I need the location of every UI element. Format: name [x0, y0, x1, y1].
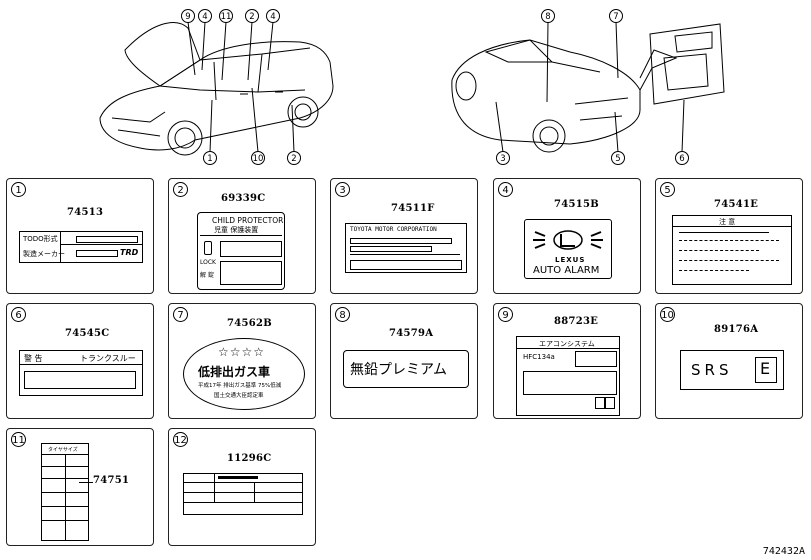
lexus-emblem: [533, 230, 603, 250]
left-car-hood-open: [124, 22, 201, 87]
part-number: 74515B: [554, 199, 600, 210]
panel-12: 12 11296C: [168, 428, 316, 546]
callout-lt-1: 4: [202, 12, 207, 22]
panel-number: 2: [173, 182, 188, 197]
callout-rb-1: 5: [615, 154, 620, 164]
diagram-code: 742432A: [762, 546, 805, 557]
part-number: 89176A: [714, 324, 759, 335]
callout-lb-1: 10: [253, 154, 264, 164]
label-text: エアコンシステム: [539, 340, 595, 348]
label-text: LEXUS: [555, 256, 586, 264]
part-number: 74541E: [714, 199, 759, 210]
label-text: 国土交通大臣認定車: [214, 393, 264, 399]
label-text: SRS: [691, 361, 733, 379]
panel-5: 5 74541E 注 意: [655, 178, 803, 294]
panel-4: 4 74515B LEXUS AUTO ALARM: [493, 178, 641, 294]
panel-9: 9 88723E エアコンシステム HFC134a: [493, 303, 641, 419]
vehicle-svg: 9 4 11 2 4 1 10 2 8 7 3 5 6: [99, 9, 725, 165]
part-number: 74751: [93, 475, 130, 486]
panel-2: 2 69339C CHILD PROTECTOR 児童 保護装置 LOCK 解 …: [168, 178, 316, 294]
callout-lb-0: 1: [207, 154, 212, 164]
label-drawing: 無鉛プレミアム: [343, 350, 469, 388]
label-drawing: ☆☆☆☆ 低排出ガス車 平成17年 排出ガス基準 75%低減 国土交通大臣認定車: [183, 338, 305, 410]
label-text: CHILD PROTECTOR: [212, 216, 284, 225]
label-text: タイヤサイズ: [48, 447, 78, 453]
label-drawing: エアコンシステム HFC134a: [516, 336, 620, 416]
label-text: LOCK: [200, 259, 216, 266]
panel-number: 1: [11, 182, 26, 197]
callout-lt-0: 9: [185, 12, 190, 22]
panel-7: 7 74562B ☆☆☆☆ 低排出ガス車 平成17年 排出ガス基準 75%低減 …: [168, 303, 316, 419]
label-text: 警 告: [24, 354, 43, 363]
label-text: 製造メーカー: [23, 250, 65, 258]
panel-number: 7: [173, 307, 188, 322]
panel-3: 3 74511F TOYOTA MOTOR CORPORATION: [330, 178, 478, 294]
part-number: 88723E: [554, 316, 599, 327]
panel-number: 3: [335, 182, 350, 197]
panel-number: 5: [660, 182, 675, 197]
panel-number: 4: [498, 182, 513, 197]
callouts: [181, 9, 689, 165]
label-text: 無鉛プレミアム: [350, 362, 448, 378]
right-car-trunk-panel: [649, 23, 725, 105]
callout-rb-2: 6: [679, 154, 684, 164]
panel-number: 8: [335, 307, 350, 322]
callout-lt-3: 2: [249, 12, 254, 22]
label-drawing: CHILD PROTECTOR 児童 保護装置 LOCK 解 錠: [197, 212, 285, 290]
label-text: TOYOTA MOTOR CORPORATION: [350, 226, 437, 233]
label-drawing: TOYOTA MOTOR CORPORATION: [345, 223, 467, 273]
label-text: トランクスルー: [80, 354, 136, 363]
label-drawing: LEXUS AUTO ALARM: [524, 219, 612, 279]
part-number: 74545C: [65, 328, 110, 339]
panel-number: 12: [173, 432, 188, 447]
part-number: 74511F: [391, 203, 435, 214]
panel-number: 9: [498, 307, 513, 322]
panel-1: 1 74513 TODO形式 製造メーカー TRD: [6, 178, 154, 294]
label-text: 解 錠: [200, 272, 214, 279]
part-number: 11296C: [227, 453, 272, 464]
panel-number: 6: [11, 307, 26, 322]
label-drawing: タイヤサイズ: [41, 443, 89, 541]
label-drawing: SRS E: [680, 350, 784, 390]
vehicle-illustration: 9 4 11 2 4 1 10 2 8 7 3 5 6: [0, 0, 811, 175]
label-text: 注 意: [719, 218, 736, 226]
part-number: 74579A: [389, 328, 434, 339]
panel-11: 11 74751 タイヤサイズ: [6, 428, 154, 546]
label-text: HFC134a: [523, 353, 555, 361]
panel-number: 11: [11, 432, 26, 447]
panel-6: 6 74545C 警 告 トランクスルー: [6, 303, 154, 419]
label-drawing: [183, 473, 303, 515]
part-number: 74562B: [227, 318, 273, 329]
label-text: ☆☆☆☆: [218, 345, 266, 359]
callout-rt-0: 8: [545, 12, 550, 22]
label-drawing: 警 告 トランクスルー: [19, 350, 143, 396]
callout-lb-2: 2: [291, 154, 296, 164]
label-text: 低排出ガス車: [198, 365, 271, 379]
callout-lt-4: 4: [270, 12, 275, 22]
label-text: 平成17年 排出ガス基準 75%低減: [198, 383, 282, 389]
right-car-body: [451, 39, 641, 145]
panel-10: 10 89176A SRS E: [655, 303, 803, 419]
label-drawing: 注 意: [672, 215, 792, 285]
part-number: 74513: [67, 207, 104, 218]
panel-8: 8 74579A 無鉛プレミアム: [330, 303, 478, 419]
panel-number: 10: [660, 307, 675, 322]
label-text: 児童 保護装置: [214, 226, 259, 234]
callout-lt-2: 11: [221, 12, 232, 22]
label-text: AUTO ALARM: [533, 265, 600, 276]
label-text: TODO形式: [23, 235, 58, 243]
right-car-trunk-lid: [639, 49, 678, 91]
left-car-body: [99, 41, 334, 151]
label-text: E: [760, 359, 771, 378]
callout-rb-0: 3: [500, 154, 505, 164]
callout-rt-1: 7: [613, 12, 618, 22]
part-number: 69339C: [221, 193, 266, 204]
label-drawing: TODO形式 製造メーカー TRD: [19, 231, 143, 263]
